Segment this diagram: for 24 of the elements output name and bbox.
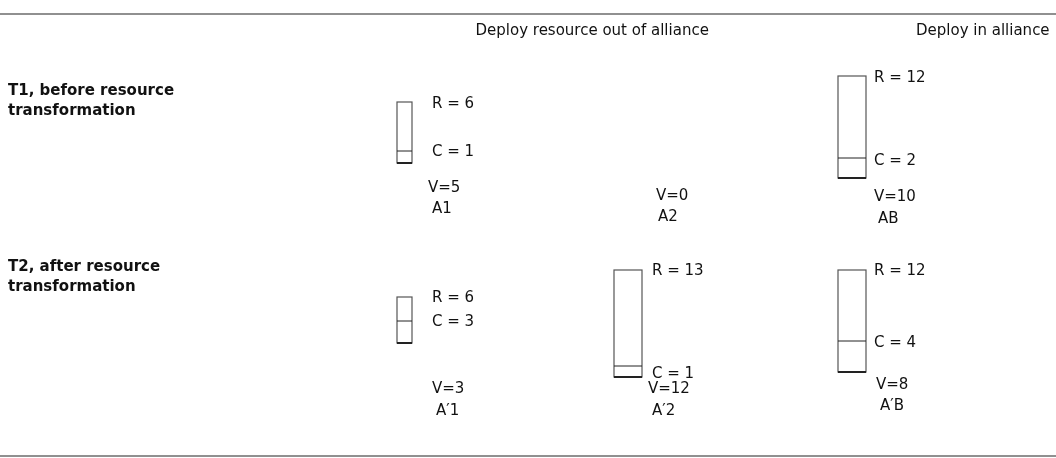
cost-label: C = 4 [874, 332, 917, 352]
cost-label: C = 2 [874, 150, 917, 170]
value-label: V=0 [656, 185, 689, 205]
resource-label: R = 12 [874, 67, 926, 87]
alliance-label: A2 [658, 206, 678, 226]
alliance-label: AB [878, 208, 899, 228]
resource-label: R = 6 [432, 93, 475, 113]
value-label: V=8 [876, 374, 909, 394]
resource-label: R = 6 [432, 287, 475, 307]
alliance-label: A′1 [436, 400, 460, 420]
cost-label: C = 1 [432, 141, 475, 161]
value-label: V=3 [432, 378, 465, 398]
cost-label: C = 3 [432, 311, 475, 331]
value-label: V=10 [874, 186, 916, 206]
row-header: T1, before resource transformation [8, 80, 176, 120]
resource-label: R = 13 [652, 260, 704, 280]
column-header: Deploy resource out of alliance [475, 20, 709, 40]
column-header: Deploy in alliance [916, 20, 1050, 40]
alliance-label: A1 [432, 198, 452, 218]
row-header: T2, after resource transformation [8, 256, 162, 296]
resource-label: R = 12 [874, 260, 926, 280]
alliance-label: A′B [880, 395, 904, 415]
value-label: V=5 [428, 177, 461, 197]
alliance-label: A′2 [652, 400, 676, 420]
